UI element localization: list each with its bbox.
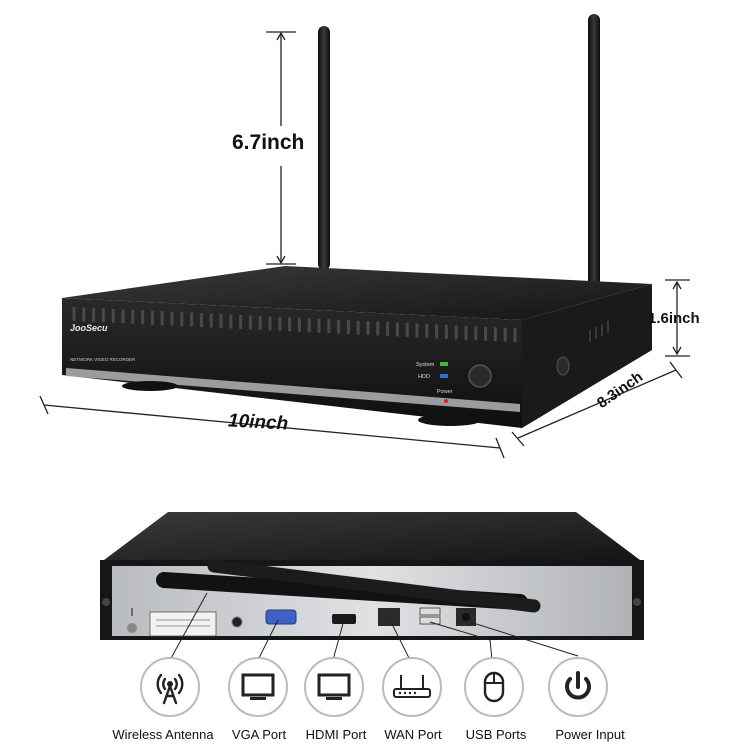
brand-logo: JooSecu	[70, 323, 108, 333]
led-hdd	[440, 374, 448, 378]
device-side-face	[522, 284, 652, 428]
ground-screw	[127, 608, 137, 633]
device-top-face	[62, 266, 652, 320]
model-text: NETWORK VIDEO RECORDER	[70, 357, 136, 362]
device-front-face	[62, 298, 522, 428]
indicator-system-label: System	[416, 362, 435, 368]
box-height-label: 1.6inch	[648, 310, 700, 327]
wan-port	[378, 608, 400, 626]
foot	[418, 414, 482, 426]
front-silver-strip	[66, 368, 520, 412]
monitor-icon	[228, 657, 288, 717]
audio-out-port	[231, 616, 243, 628]
indicator-power-label: Power	[437, 389, 453, 395]
screw	[633, 598, 641, 606]
port-label-hdmi: HDMI Port	[305, 727, 367, 742]
vga-port	[265, 609, 297, 625]
stored-antennas	[156, 559, 541, 613]
monitor-icon	[304, 657, 364, 717]
antenna-left	[318, 26, 330, 270]
led-power	[444, 399, 448, 403]
front-vents	[72, 307, 517, 343]
antenna-height-label: 6.7inch	[232, 131, 305, 154]
port-label-usb: USB Ports	[465, 727, 527, 742]
caution-label	[149, 611, 217, 637]
foot	[122, 381, 178, 391]
rear-device-top-face	[104, 512, 640, 560]
front-power-button	[468, 364, 492, 388]
router-icon	[382, 657, 442, 717]
port-label-wireless-antenna: Wireless Antenna	[112, 727, 214, 742]
antenna-icon	[140, 657, 200, 717]
port-label-vga: VGA Port	[231, 727, 287, 742]
antenna-right	[588, 14, 600, 290]
power-icon	[548, 657, 608, 717]
port-label-wan: WAN Port	[384, 727, 442, 742]
port-label-power-input: Power Input	[555, 727, 625, 742]
dimension-lines	[39, 31, 690, 459]
screw	[102, 598, 110, 606]
side-button	[556, 356, 570, 376]
width-label: 10inch	[227, 410, 289, 435]
mouse-icon	[464, 657, 524, 717]
usb-port	[419, 607, 441, 616]
callout-lines	[169, 592, 579, 661]
led-system	[440, 362, 448, 366]
indicator-hdd-label: HDD	[418, 374, 430, 380]
hdmi-port	[332, 614, 356, 624]
usb-port	[419, 616, 441, 625]
side-vents	[589, 321, 609, 342]
